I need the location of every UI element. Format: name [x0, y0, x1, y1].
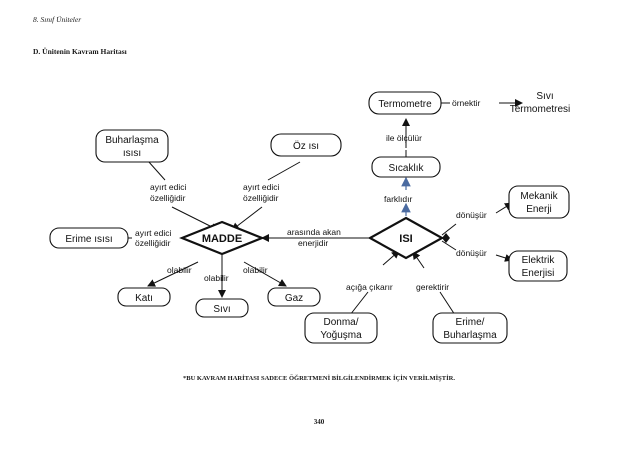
node-gaz: Gaz	[267, 287, 321, 307]
node-gaz-label: Gaz	[285, 293, 303, 304]
connectors	[128, 99, 523, 316]
node-madde-label: MADDE	[202, 233, 242, 245]
node-termometre-label: Termometre	[378, 99, 432, 110]
node-buharlasma-isisi: Buharlaşma ısısı	[95, 129, 169, 163]
node-mekanik-line1: Mekanik	[520, 191, 558, 202]
node-sivi-termometresi: Sıvı Termometresi	[510, 91, 571, 115]
teacher-note: *BU KAVRAM HARİTASI SADECE ÖĞRETMENİ BİL…	[183, 375, 455, 382]
node-mekanik-enerji: Mekanik Enerji	[508, 185, 570, 219]
edge-ozisi-madde	[231, 206, 263, 231]
node-sicaklik-label: Sıcaklık	[388, 163, 424, 174]
edge-erimebuh-gerektirir	[439, 291, 456, 316]
node-donma-line2: Yoğuşma	[320, 330, 362, 341]
node-erime-isisi-label: Erime ısısı	[65, 234, 112, 245]
link-olabilir-kati: olabilir	[167, 265, 192, 275]
node-termometre: Termometre	[368, 91, 442, 115]
edge-madde-gaz	[243, 261, 287, 287]
node-sicaklik: Sıcaklık	[371, 156, 441, 178]
link-ozelligidir-1: özelliğidir	[150, 193, 186, 203]
node-donma-line1: Donma/	[323, 317, 358, 328]
node-isi: ISI	[367, 216, 445, 260]
edge-isi-donusur2	[441, 240, 457, 251]
link-olabilir-gaz: olabilir	[243, 265, 268, 275]
link-gerektirir: gerektirir	[416, 282, 449, 292]
node-sivi-label: Sıvı	[213, 304, 230, 315]
node-kati-label: Katı	[135, 293, 153, 304]
node-erime-buharlasma: Erime/ Buharlaşma	[432, 312, 508, 344]
concept-map-title: D. Ünitenin Kavram Haritası	[33, 47, 127, 56]
node-buharlasma-isisi-line1: Buharlaşma	[105, 135, 159, 146]
link-olabilir-sivi: olabilir	[204, 273, 229, 283]
node-sivi: Sıvı	[195, 298, 249, 318]
link-enerjidir: enerjidir	[298, 238, 328, 248]
link-donusur-elektrik: dönüşür	[456, 248, 487, 258]
link-ile-olculur: ile ölçülür	[386, 133, 422, 143]
edge-donma-aciga	[349, 291, 369, 316]
node-elektrik-line2: Enerjisi	[522, 268, 555, 279]
edge-ozisi-label	[267, 161, 301, 181]
link-ornektir: örnektir	[452, 98, 481, 108]
node-isi-label: ISI	[399, 233, 412, 245]
node-kati: Katı	[117, 287, 171, 307]
node-erime-buh-line2: Buharlaşma	[443, 330, 497, 341]
edge-gerektirir-isi	[412, 251, 425, 269]
edge-madde-kati	[147, 261, 199, 287]
node-madde: MADDE	[179, 220, 265, 256]
unit-header: 8. Sınıf Üniteler	[33, 15, 82, 24]
node-erime-isisi: Erime ısısı	[49, 227, 129, 249]
link-ayirt-edici-1: ayırt edici	[150, 182, 186, 192]
node-oz-isi-label: Öz ısı	[293, 140, 319, 152]
node-sivi-termometresi-line1: Sıvı	[536, 91, 553, 102]
node-oz-isi: Öz ısı	[270, 133, 342, 157]
node-elektrik-line1: Elektrik	[522, 255, 556, 266]
node-elektrik-enerjisi: Elektrik Enerjisi	[508, 250, 568, 282]
link-arasinda-akan: arasında akan	[287, 227, 341, 237]
node-donma-yogusma: Donma/ Yoğuşma	[304, 312, 378, 344]
junction-marker	[442, 233, 450, 243]
link-ozelligidir-3: özelliğidir	[135, 238, 171, 248]
node-mekanik-line2: Enerji	[526, 204, 552, 215]
edge-isi-donusur1	[441, 223, 457, 236]
link-labels: ayırt edici özelliğidir ayırt edici özel…	[135, 98, 487, 292]
link-farklidir: farklıdır	[384, 194, 413, 204]
link-aciga-cikarir: açığa çıkarır	[346, 282, 393, 292]
link-ayirt-edici-2: ayırt edici	[243, 182, 279, 192]
page-number: 340	[313, 418, 325, 426]
node-buharlasma-isisi-line2: ısısı	[123, 148, 141, 159]
link-ozelligidir-2: özelliğidir	[243, 193, 279, 203]
link-ayirt-edici-3: ayırt edici	[135, 228, 171, 238]
node-sivi-termometresi-line2: Termometresi	[510, 104, 571, 115]
link-donusur-mekanik: dönüşür	[456, 210, 487, 220]
node-erime-buh-line1: Erime/	[456, 317, 485, 328]
